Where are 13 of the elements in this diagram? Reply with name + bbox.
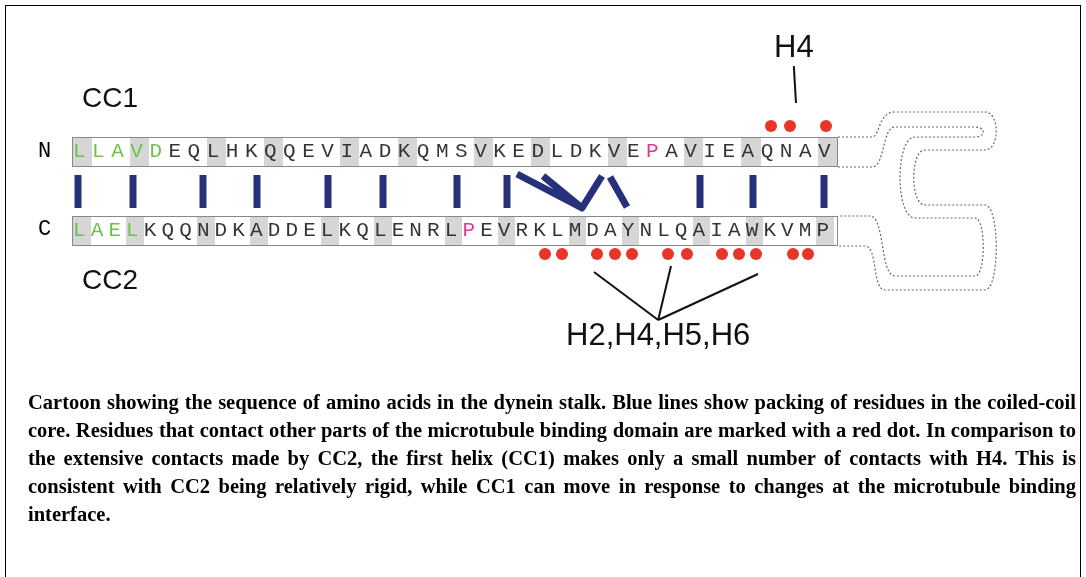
helix-label: H4: [774, 30, 814, 65]
caption: Cartoon showing the sequence of amino acids in the dynein stalk. Blue lines show packing of residues in the coiled-coil core. Residues that contact other parts of the microtubule binding domain are marked with a red dot. In comparison to the extensive contacts made by CC2, the first helix (CC1) makes only a small number of contacts with H4. This is consistent with CC2 being relatively rigid, while CC1 can move in response to changes at the microtubule binding interface.: [28, 390, 1076, 527]
amino-acid-sequence: LAELKQQNDKADDELKQLENRLPEVRKLMDAYNLQAIAWKVMP: [72, 216, 838, 246]
leader-line: [657, 265, 672, 321]
leader-line: [593, 271, 660, 321]
helix-label: CC2: [82, 264, 138, 296]
amino-acid-sequence: LLAVDEQLHKQQEVIADKQMSVKEDLDKVEPAVIEAQNAV: [72, 137, 838, 167]
helix-label: H2,H4,H5,H6: [566, 318, 751, 353]
leader-line: [657, 273, 759, 321]
terminus-label: N: [38, 139, 52, 164]
leader-line: [792, 65, 797, 104]
terminus-label: C: [38, 217, 52, 242]
helix-label: CC1: [82, 82, 138, 114]
